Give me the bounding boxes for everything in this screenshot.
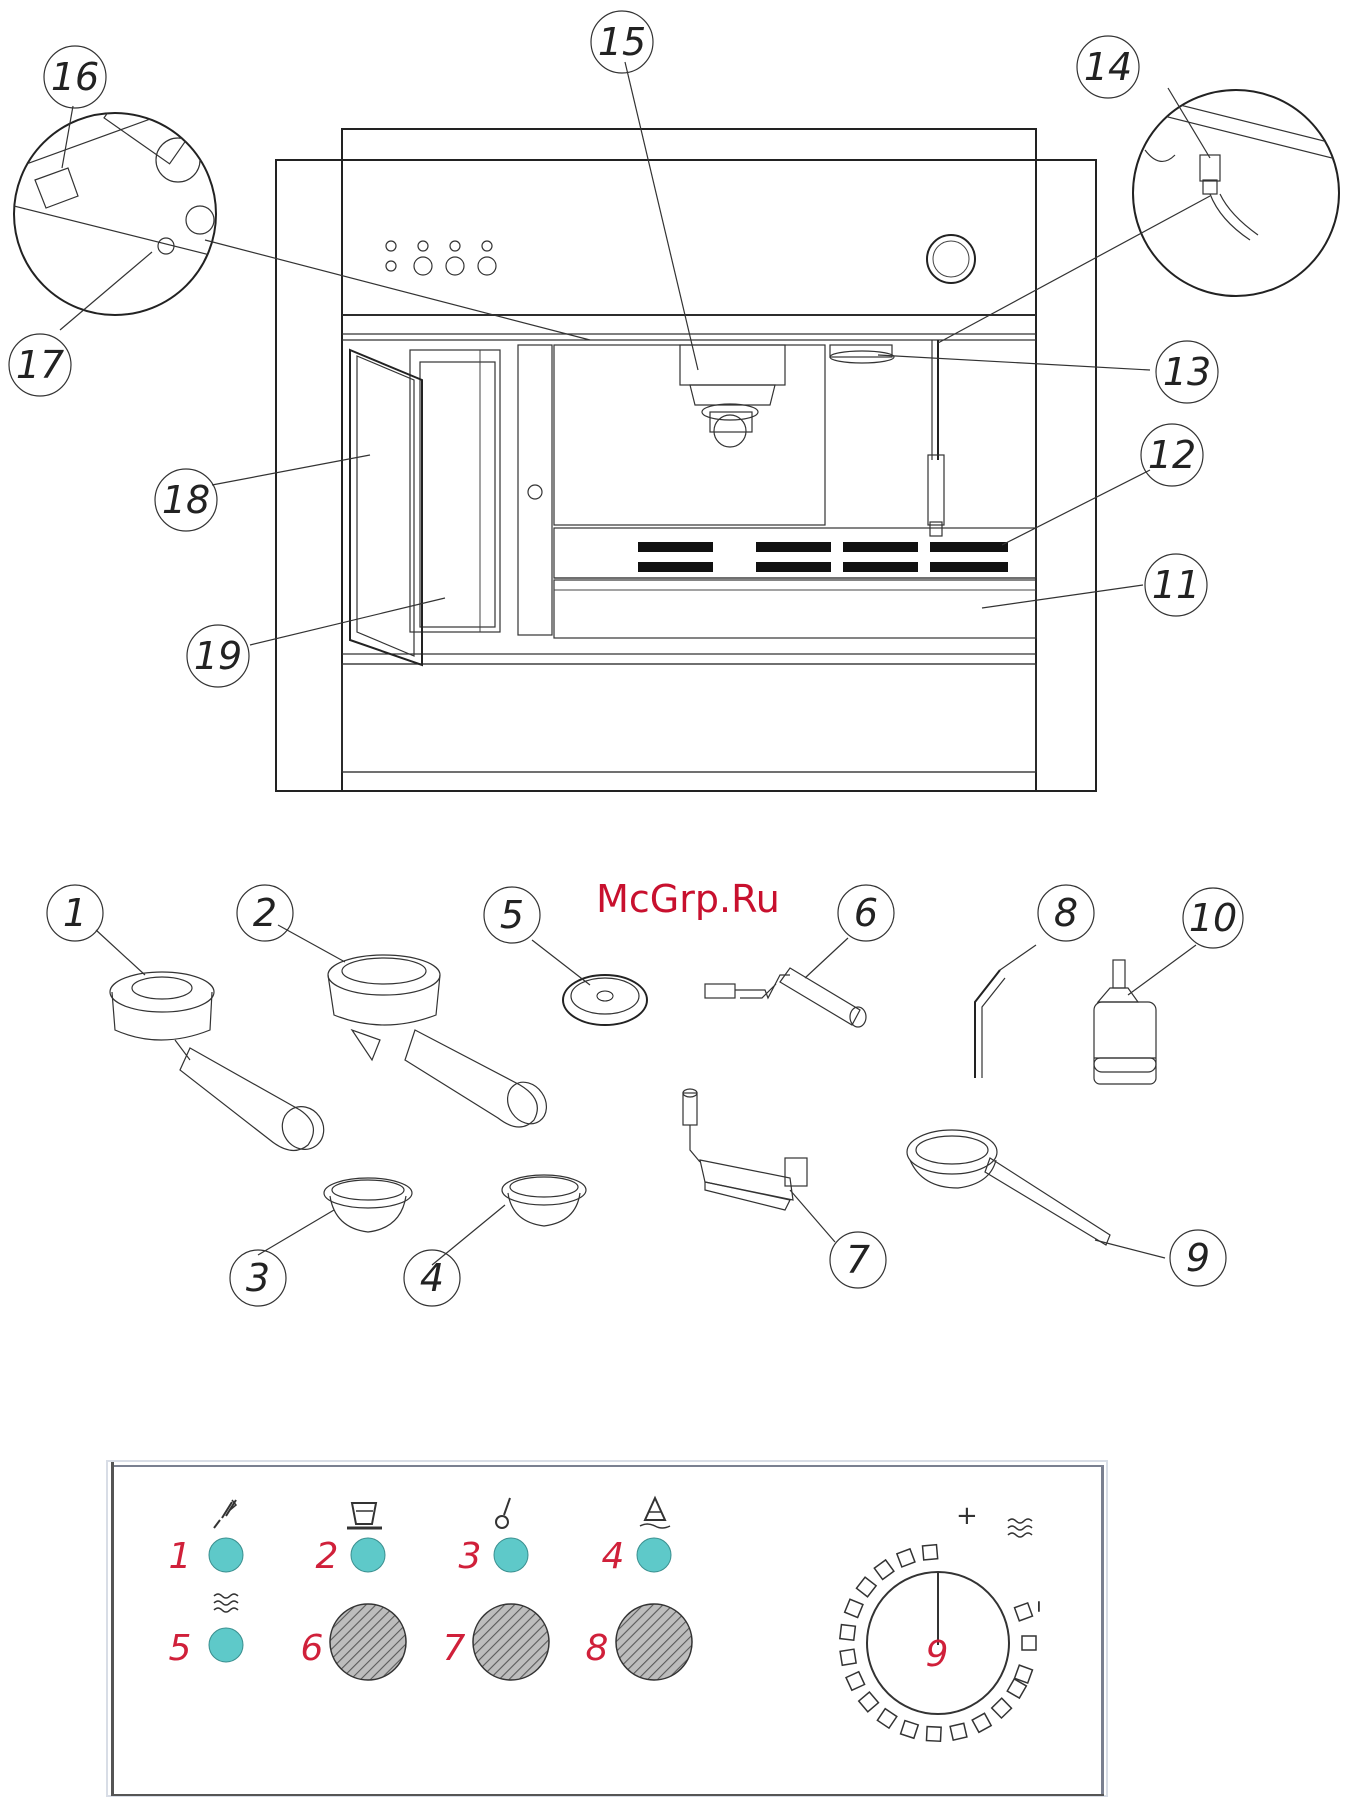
callout-2: 2 bbox=[237, 885, 293, 941]
dial-plus: + bbox=[956, 1501, 978, 1531]
panel-number-4: 4 bbox=[602, 1536, 625, 1577]
svg-text:7: 7 bbox=[846, 1238, 870, 1282]
svg-text:12: 12 bbox=[1148, 433, 1196, 477]
svg-text:1: 1 bbox=[63, 891, 87, 935]
panel-number-3: 3 bbox=[459, 1536, 482, 1577]
button-6[interactable] bbox=[330, 1604, 406, 1680]
accessory-portafilter-double bbox=[328, 955, 554, 1131]
callout-10: 10 bbox=[1183, 888, 1243, 948]
svg-text:8: 8 bbox=[1054, 891, 1078, 935]
accessory-allen-key bbox=[975, 970, 1005, 1078]
panel-number-1: 1 bbox=[169, 1536, 192, 1577]
svg-text:5: 5 bbox=[500, 893, 524, 937]
svg-text:10: 10 bbox=[1189, 896, 1237, 940]
callout-19: 19 bbox=[187, 625, 249, 687]
accessory-coffee-scoop bbox=[907, 1130, 1110, 1245]
panel-number-2: 2 bbox=[316, 1536, 339, 1577]
callout-17: 17 bbox=[9, 334, 71, 396]
callout-4: 4 bbox=[404, 1250, 460, 1306]
accessory-filter-basket-1 bbox=[324, 1178, 412, 1232]
watermark: McGrp.Ru bbox=[596, 877, 780, 921]
svg-text:4: 4 bbox=[420, 1256, 444, 1300]
machine-leader-lines bbox=[60, 62, 1210, 645]
callout-5: 5 bbox=[484, 887, 540, 943]
svg-text:11: 11 bbox=[1152, 563, 1200, 607]
svg-text:15: 15 bbox=[598, 20, 646, 64]
machine-control-indicators bbox=[386, 235, 975, 283]
accessory-leader-lines bbox=[96, 925, 1196, 1265]
dial-tick bbox=[840, 1625, 856, 1641]
control-panel: 1 2 3 4 5 6 7 8 9 + – bbox=[107, 1461, 1107, 1796]
panel-number-5: 5 bbox=[169, 1628, 192, 1669]
dial-tick bbox=[950, 1723, 967, 1740]
indicator-light-1 bbox=[209, 1538, 243, 1572]
accessory-filter-basket-2 bbox=[502, 1175, 586, 1226]
dial-tick bbox=[840, 1649, 856, 1665]
svg-text:9: 9 bbox=[1186, 1236, 1210, 1280]
svg-text:14: 14 bbox=[1084, 45, 1132, 89]
callout-16: 16 bbox=[44, 46, 106, 108]
svg-text:19: 19 bbox=[194, 634, 242, 678]
accessories bbox=[110, 955, 1156, 1245]
callout-8: 8 bbox=[1038, 885, 1094, 941]
svg-text:6: 6 bbox=[854, 891, 878, 935]
svg-text:18: 18 bbox=[162, 478, 210, 522]
panel-number-8: 8 bbox=[586, 1628, 609, 1669]
svg-text:2: 2 bbox=[253, 891, 277, 935]
indicator-light-2 bbox=[351, 1538, 385, 1572]
dial-tick bbox=[1022, 1636, 1036, 1650]
drip-tray-grid bbox=[638, 542, 1008, 572]
panel-number-6: 6 bbox=[301, 1628, 324, 1669]
callout-15: 15 bbox=[591, 11, 653, 73]
accessory-descaler-bottle bbox=[1094, 960, 1156, 1084]
svg-text:17: 17 bbox=[16, 343, 64, 387]
accessory-shower-screen bbox=[563, 975, 647, 1025]
accessory-callouts: 1 2 3 4 5 6 8 10 bbox=[47, 885, 1243, 1306]
temperature-knob bbox=[927, 235, 975, 283]
button-8[interactable] bbox=[616, 1604, 692, 1680]
callout-6: 6 bbox=[838, 885, 894, 941]
accessory-portafilter-single bbox=[110, 972, 332, 1157]
indicator-light-5 bbox=[209, 1628, 243, 1662]
callout-7: 7 bbox=[830, 1232, 886, 1288]
indicator-light-3 bbox=[494, 1538, 528, 1572]
svg-text:13: 13 bbox=[1163, 350, 1211, 394]
callout-14: 14 bbox=[1077, 36, 1139, 98]
panel-number-7: 7 bbox=[443, 1628, 466, 1669]
callout-3: 3 bbox=[230, 1250, 286, 1306]
detail-power-switch bbox=[10, 81, 590, 340]
dial-tick bbox=[923, 1545, 938, 1560]
callout-13: 13 bbox=[1156, 341, 1218, 403]
detail-steam-valve bbox=[938, 90, 1340, 343]
dial-tick bbox=[926, 1727, 941, 1742]
panel-number-9: 9 bbox=[926, 1634, 949, 1675]
callout-1: 1 bbox=[47, 885, 103, 941]
button-7[interactable] bbox=[473, 1604, 549, 1680]
indicator-light-4 bbox=[637, 1538, 671, 1572]
callout-11: 11 bbox=[1145, 554, 1207, 616]
callout-12: 12 bbox=[1141, 424, 1203, 486]
svg-text:3: 3 bbox=[246, 1256, 270, 1300]
callout-9: 9 bbox=[1170, 1230, 1226, 1286]
svg-text:16: 16 bbox=[51, 55, 99, 99]
accessory-steam-pipe bbox=[705, 968, 866, 1027]
accessory-cappuccino-device bbox=[683, 1089, 807, 1210]
machine-front-view bbox=[276, 129, 1096, 791]
callout-18: 18 bbox=[155, 469, 217, 531]
